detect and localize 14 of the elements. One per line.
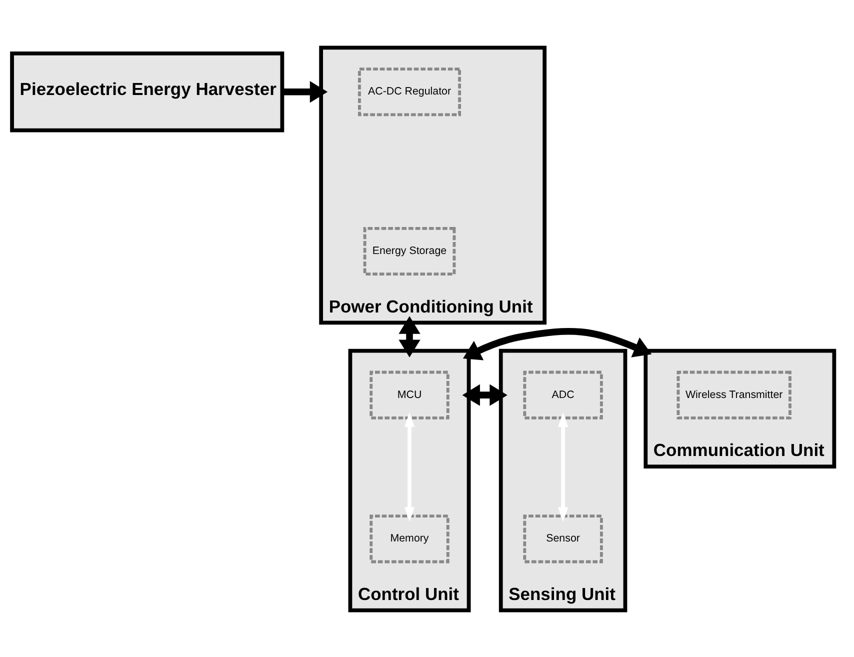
arrow (282, 80, 328, 102)
node-box: Memory (370, 514, 450, 563)
node-box: Wireless Transmitter (676, 370, 792, 419)
node-box: Energy Storage (363, 226, 456, 276)
arrow (558, 412, 568, 522)
node-box: AC-DC Regulator (358, 67, 462, 116)
node-box: MCU (370, 370, 450, 419)
node-box: ADC (523, 370, 603, 419)
arrow (462, 328, 652, 360)
node-box: Sensor (523, 514, 603, 563)
node-box: Piezoelectric Energy Harvester (10, 51, 284, 132)
arrow (462, 384, 508, 406)
arrow (398, 316, 420, 357)
arrow (404, 412, 415, 522)
